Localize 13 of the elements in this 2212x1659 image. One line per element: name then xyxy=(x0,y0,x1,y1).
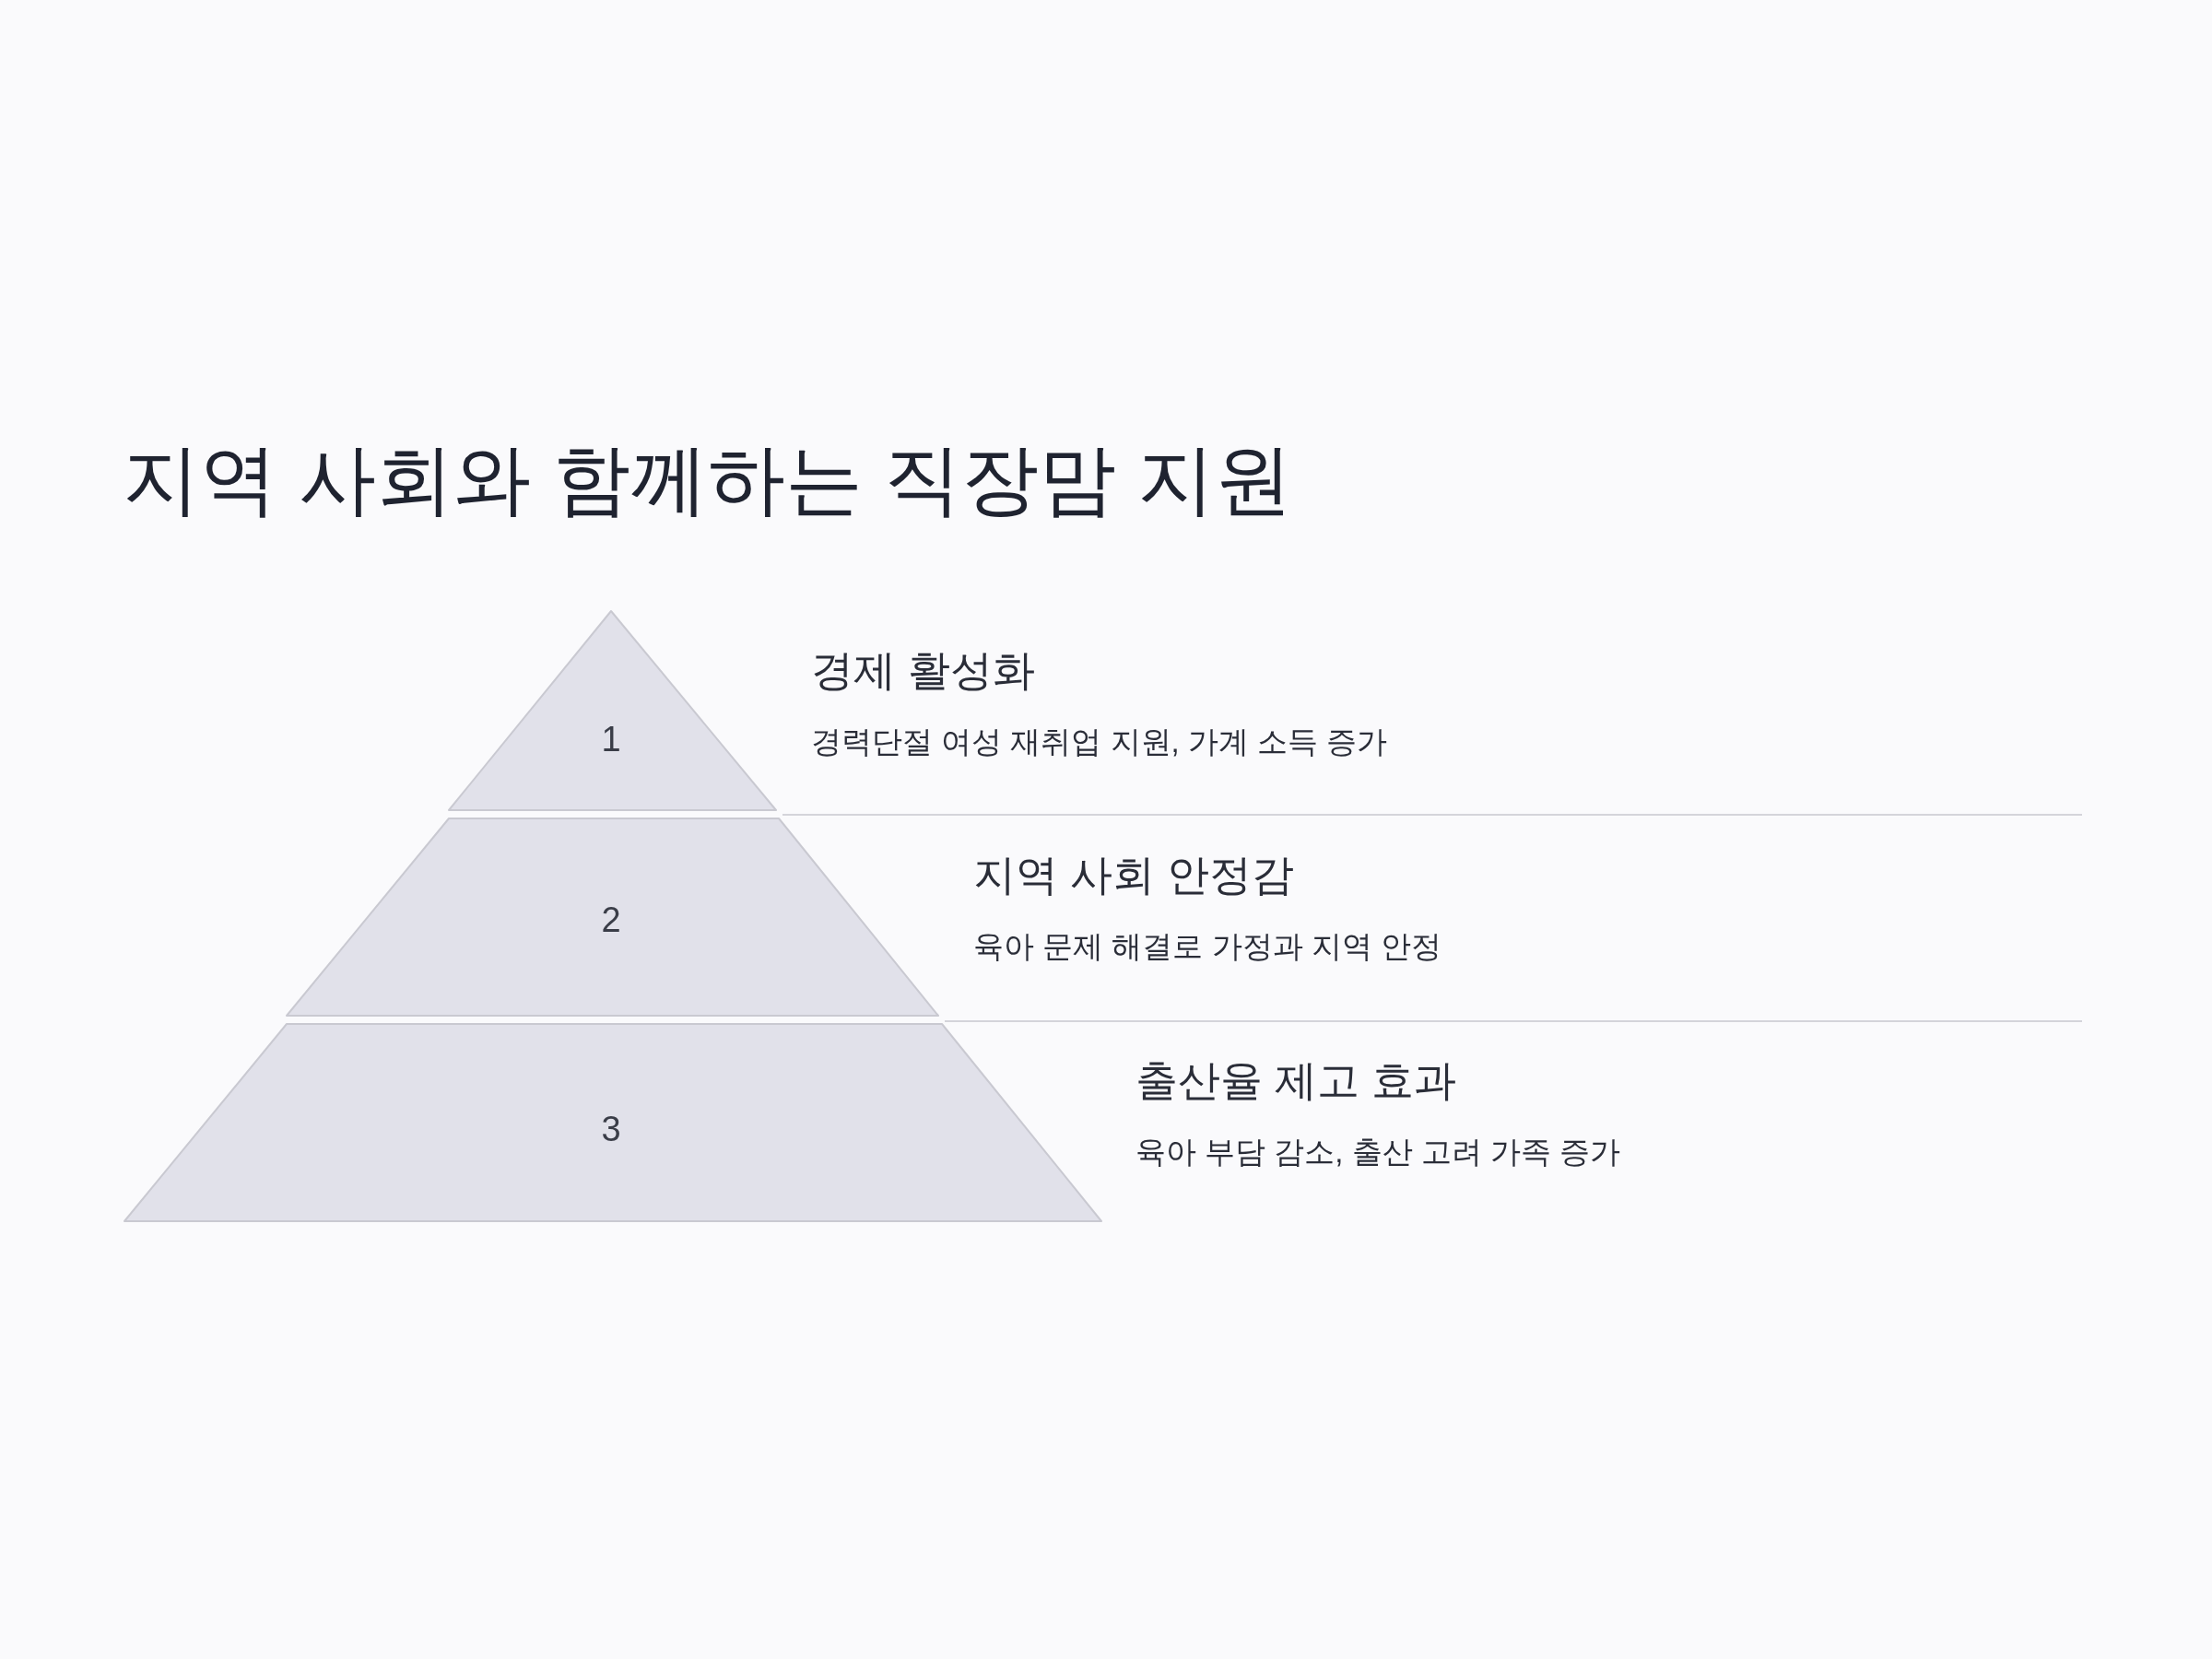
title: 지역 사회와 함께하는 직장맘 지원 xyxy=(123,435,1293,524)
tier-heading: 출산율 제고 효과 xyxy=(1135,1055,1456,1106)
tier-description: 육아 부담 감소, 출산 고려 가족 증가 xyxy=(1135,1134,1621,1171)
tier-heading: 경제 활성화 xyxy=(811,645,1035,696)
tier-heading: 지역 사회 안정감 xyxy=(973,850,1294,900)
tier-number: 3 xyxy=(601,1112,621,1147)
pyramid-tier xyxy=(287,818,938,1016)
tier-description: 육아 문제 해결로 가정과 지역 안정 xyxy=(973,928,1441,965)
tier-description: 경력단절 여성 재취업 지원, 가계 소득 증가 xyxy=(811,724,1388,760)
tier-number: 1 xyxy=(601,722,621,757)
pyramid-tier xyxy=(124,1024,1101,1221)
tier-number: 2 xyxy=(601,902,621,937)
pyramid-tier xyxy=(449,611,776,810)
